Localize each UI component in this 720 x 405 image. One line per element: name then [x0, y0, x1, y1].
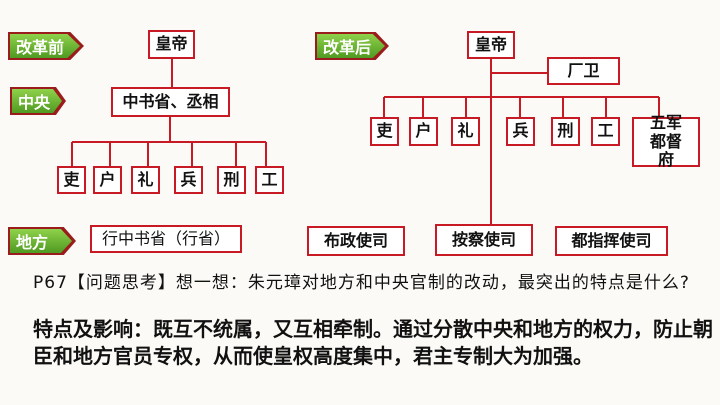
- after-reform-tag: 改革后: [315, 32, 389, 60]
- before-ministry-box: 刑: [217, 166, 246, 194]
- after-ministry-box: 刑: [551, 117, 580, 146]
- before-ministry-box: 吏: [57, 166, 86, 194]
- military-command-box: 都指挥使司: [555, 226, 668, 256]
- after-ministry-box: 工: [591, 117, 620, 146]
- provincial-secretariat-box: 行中书省（行省）: [90, 225, 242, 253]
- military-commission-box: 五军都督府: [632, 114, 700, 169]
- answer-text: 特点及影响：既互不统属，又互相牵制。通过分散中央和地方的权力，防止朝臣和地方官员…: [33, 317, 713, 368]
- connector-lines: [71, 58, 660, 225]
- after-ministry-box: 吏: [370, 117, 399, 146]
- before-emperor-box: 皇帝: [148, 30, 195, 59]
- before-reform-tag: 改革前: [8, 32, 84, 60]
- administration-commission-box: 布政使司: [307, 226, 405, 256]
- secretariat-box: 中书省、丞相: [111, 87, 230, 117]
- local-tag: 地方: [8, 227, 76, 255]
- before-ministry-box: 户: [93, 166, 122, 194]
- before-ministry-box: 礼: [131, 166, 160, 194]
- central-tag: 中央: [10, 87, 66, 115]
- guards-box: 厂卫: [547, 57, 620, 85]
- after-ministry-box: 户: [409, 117, 438, 146]
- before-ministry-box: 兵: [174, 166, 203, 194]
- before-ministry-box: 工: [255, 166, 284, 194]
- question-text: P67【问题思考】想一想：朱元璋对地方和中央官制的改动，最突出的特点是什么?: [33, 273, 690, 293]
- after-ministry-box: 兵: [506, 117, 535, 146]
- after-emperor-box: 皇帝: [467, 31, 515, 59]
- after-ministry-box: 礼: [451, 117, 480, 146]
- surveillance-commission-box: 按察使司: [435, 224, 533, 256]
